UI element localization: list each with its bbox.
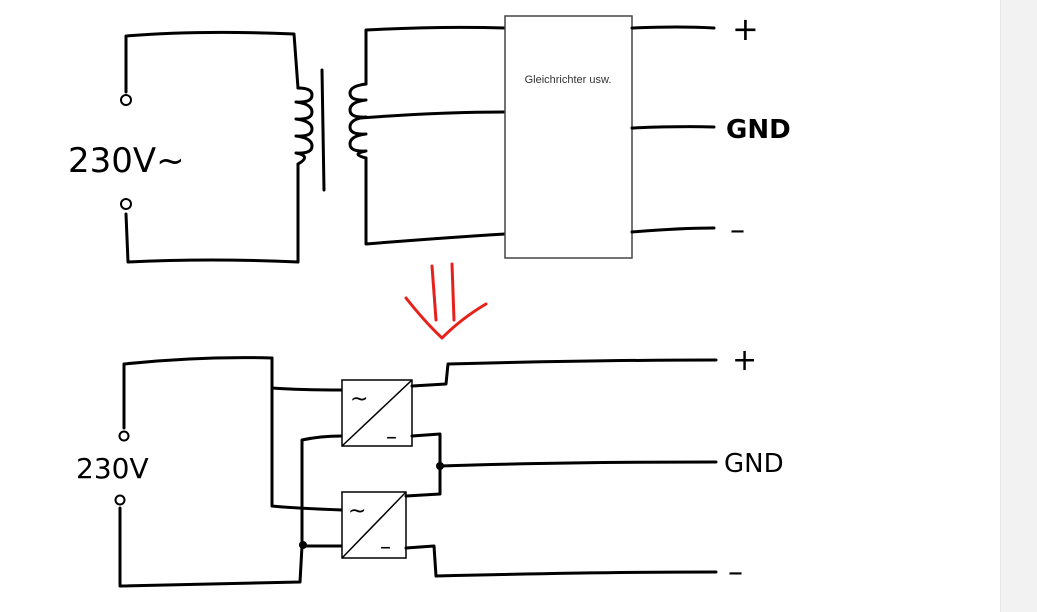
top-input-voltage-label: 230V~ (68, 141, 185, 181)
secondary-coil (348, 82, 368, 160)
module-1-ac-symbol: ~ (350, 387, 368, 412)
top-gnd-label: GND (726, 115, 791, 145)
gnd-junction-dot (436, 462, 444, 470)
bottom-terminal-bottom (114, 494, 126, 506)
diagram-canvas: 230V~ Gleichrichter usw. + GND – 230 (68, 10, 791, 590)
bottom-plus-wire (410, 358, 718, 388)
rectifier-label: Gleichrichter usw. (525, 74, 612, 86)
l-feed-module-1 (270, 386, 344, 392)
transformer-core (320, 68, 326, 192)
n-rail (300, 434, 344, 548)
bottom-input-top-wire (122, 356, 274, 430)
bottom-terminal-top (118, 430, 130, 442)
top-circuit: 230V~ Gleichrichter usw. + GND – (68, 10, 791, 264)
module-2-ac-symbol: ~ (348, 499, 366, 524)
converter-module-1: ~ – (341, 379, 413, 450)
bottom-input-bottom-wire (118, 506, 304, 588)
input-terminal-top (120, 94, 132, 106)
input-terminal-bottom (120, 198, 132, 210)
primary-top-wire (124, 30, 300, 94)
secondary-top-wire (364, 25, 507, 86)
bottom-gnd-label: GND (724, 449, 784, 479)
top-minus-label: – (730, 213, 745, 248)
top-output-gnd-wire (630, 125, 716, 130)
arrow-head (404, 296, 488, 340)
bottom-circuit: 230V ~ – ~ – + GND – (76, 343, 784, 590)
top-output-plus-wire (630, 25, 716, 30)
secondary-bottom-wire (364, 156, 507, 246)
primary-bottom-wire (124, 162, 300, 264)
converter-module-2: ~ – (341, 491, 407, 560)
circuit-diagram: 230V~ Gleichrichter usw. + GND – 230 (68, 10, 791, 590)
top-output-minus-wire (630, 226, 716, 234)
module-1-dc-symbol: – (386, 425, 397, 450)
bottom-minus-wire (404, 544, 718, 578)
module-2-dc-symbol: – (380, 535, 391, 560)
bottom-gnd-wire (438, 460, 718, 468)
bottom-input-voltage-label: 230V (76, 452, 149, 485)
primary-coil (294, 86, 314, 166)
secondary-center-tap-wire (358, 110, 507, 120)
arrow-shaft-right (450, 262, 456, 322)
transform-arrow (404, 262, 488, 340)
top-plus-label: + (732, 10, 759, 48)
l-rail (270, 356, 344, 512)
bottom-minus-label: – (728, 555, 743, 590)
side-panel (1000, 0, 1037, 612)
bottom-plus-label: + (732, 343, 757, 378)
arrow-shaft-left (430, 264, 438, 322)
rectifier-box (504, 15, 633, 259)
n-junction-dot (299, 541, 307, 549)
